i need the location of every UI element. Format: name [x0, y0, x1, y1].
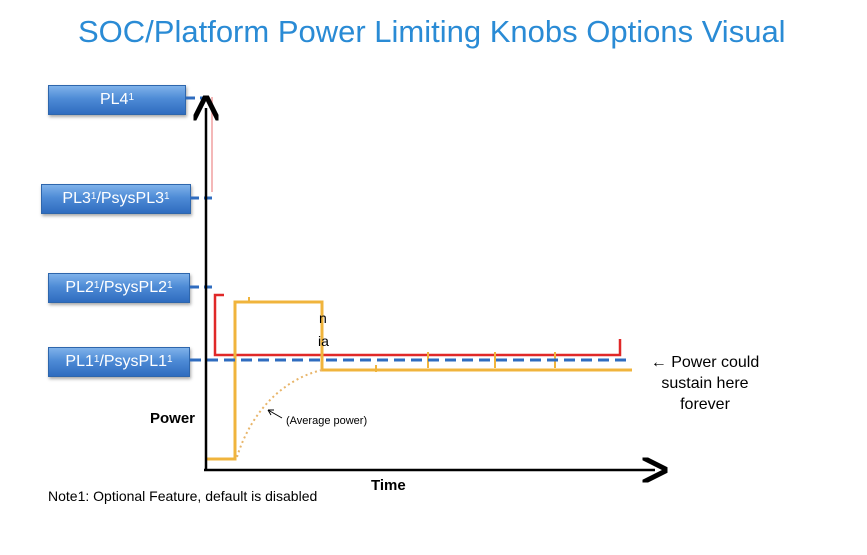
- page-title: SOC/Platform Power Limiting Knobs Option…: [78, 14, 786, 49]
- pl3-box: PL31/PsysPL31: [41, 184, 191, 214]
- average-power-label: (Average power): [286, 415, 368, 427]
- footnote: Note1: Optional Feature, default is disa…: [48, 488, 318, 504]
- average-power-pointer: [267, 409, 283, 419]
- y-axis-label: Power: [150, 410, 196, 427]
- sustain-annotation: ← Power could sustain here forever: [630, 352, 780, 415]
- pl4-footnote: 1: [128, 92, 135, 103]
- power-trace: [206, 300, 632, 461]
- average-power-curve: [236, 369, 323, 458]
- partial-label-b: ia: [318, 333, 329, 349]
- pl2-label: PL2: [65, 279, 94, 296]
- partial-label-a: n: [319, 310, 327, 326]
- sustain-line-1: ← Power could: [650, 354, 760, 371]
- pl2-limit-trace: [213, 293, 622, 357]
- pl4-box: PL41: [48, 85, 186, 115]
- pl2-box: PL21/PsysPL21: [48, 273, 190, 303]
- pl3-label: PL3: [62, 190, 91, 207]
- pl4-label: PL4: [99, 91, 129, 108]
- sustain-line-2: sustain here: [661, 375, 749, 392]
- x-axis-label: Time: [371, 477, 406, 494]
- pl1-box: PL11/PsysPL11: [48, 347, 190, 377]
- sustain-line-3: forever: [680, 396, 730, 413]
- pl1-label: PL1: [65, 353, 94, 370]
